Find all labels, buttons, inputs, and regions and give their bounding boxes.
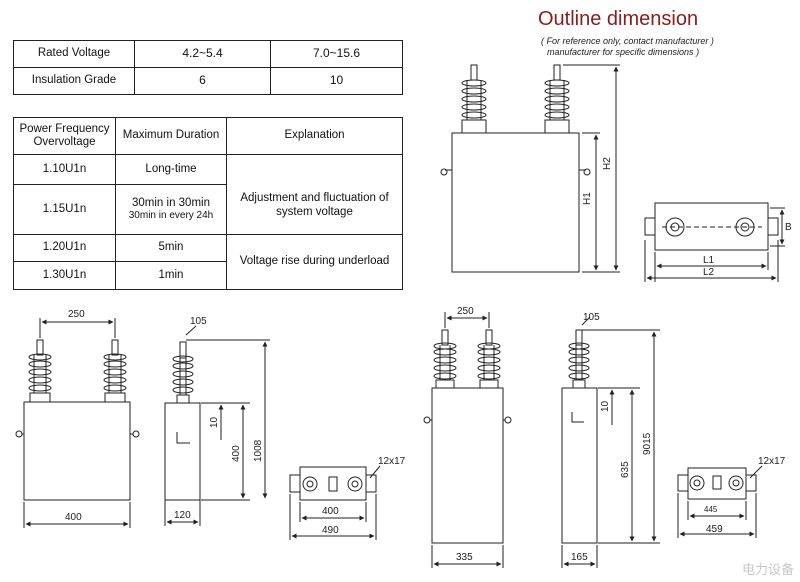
model-400-front-view	[15, 318, 140, 528]
dim-label: L1	[703, 255, 715, 266]
dim-label: 490	[322, 525, 339, 536]
dim-label: 400	[65, 512, 82, 523]
cell-explanation: Adjustment and fluctuation of system vol…	[226, 154, 403, 235]
dim-label: 105	[583, 312, 600, 323]
right-bushing	[544, 64, 570, 120]
cell-duration: 30min in 30min 30min in every 24h	[115, 184, 227, 235]
table-row: Insulation Grade 6 10	[13, 67, 403, 95]
model-400-base-plate	[289, 465, 381, 540]
outline-note: manufacturer for specific dimensions )	[547, 47, 700, 57]
table-row: Rated Voltage 4.2~5.4 7.0~15.6	[13, 40, 403, 68]
model-400-side-view	[164, 325, 270, 526]
model-335-front-view	[423, 312, 512, 568]
dim-label: 445	[704, 505, 718, 514]
dim-label: 120	[174, 510, 191, 521]
rated-voltage-table: Rated Voltage 4.2~5.4 7.0~15.6 Insulatio…	[13, 40, 403, 95]
dim-label: 1008	[253, 439, 264, 462]
dim-label: 250	[457, 306, 474, 317]
duration-line: 30min in every 24h	[128, 210, 214, 222]
cell-overvoltage: 1.10U1n	[13, 154, 116, 185]
outline-top-view	[644, 202, 785, 282]
dim-label: B	[785, 222, 792, 233]
overvoltage-table: Power Frequency Overvoltage Maximum Dura…	[13, 117, 403, 290]
header-duration: Maximum Duration	[115, 117, 227, 155]
outline-note: ( For reference only, contact manufactur…	[541, 36, 714, 46]
dim-label: 12x17	[378, 456, 406, 467]
dim-label: H1	[582, 192, 593, 205]
cell-value: 10	[270, 67, 403, 95]
header-explanation: Explanation	[226, 117, 403, 155]
dim-label: 10	[600, 400, 611, 412]
cell-duration: 5min	[115, 234, 227, 262]
table-row: 1.30U1n 1min	[13, 261, 403, 290]
dim-label: L2	[703, 267, 715, 278]
row-label: Insulation Grade	[13, 67, 135, 95]
outline-title: Outline dimension	[538, 8, 699, 30]
dim-label: 12x17	[758, 456, 786, 467]
dim-label: 400	[231, 445, 242, 462]
cell-overvoltage: 1.30U1n	[13, 261, 116, 290]
left-bushing	[461, 64, 487, 120]
header-overvoltage: Power Frequency Overvoltage	[13, 117, 116, 155]
dim-label: 165	[571, 552, 588, 563]
dim-label: H2	[602, 157, 613, 170]
dim-label: 9015	[642, 432, 653, 455]
table-header-row: Power Frequency Overvoltage Maximum Dura…	[13, 117, 403, 155]
duration-line: 30min in 30min	[132, 197, 210, 210]
model-335-base-plate	[677, 465, 763, 538]
cell-value: 4.2~5.4	[134, 40, 271, 68]
row-label: Rated Voltage	[13, 40, 135, 68]
dim-label: 250	[68, 309, 85, 320]
dim-label: 335	[456, 552, 473, 563]
dim-label: 400	[322, 506, 339, 517]
cell-overvoltage: 1.20U1n	[13, 234, 116, 262]
dim-label: 105	[190, 316, 207, 327]
table-row: 1.20U1n 5min Voltage rise during underlo…	[13, 234, 403, 290]
model-335-side-view	[561, 316, 660, 568]
dim-label: 459	[706, 524, 723, 535]
dim-label: 10	[209, 416, 220, 428]
table-row: 1.15U1n 30min in 30min 30min in every 24…	[13, 184, 403, 235]
cell-explanation: Voltage rise during underload	[226, 234, 403, 290]
cell-duration: 1min	[115, 261, 227, 290]
outline-front-view	[440, 64, 620, 273]
dim-label: 635	[620, 461, 631, 478]
table-row: 1.10U1n Long-time Adjustment and fluctua…	[13, 154, 403, 235]
watermark: 电力设备	[741, 562, 794, 577]
